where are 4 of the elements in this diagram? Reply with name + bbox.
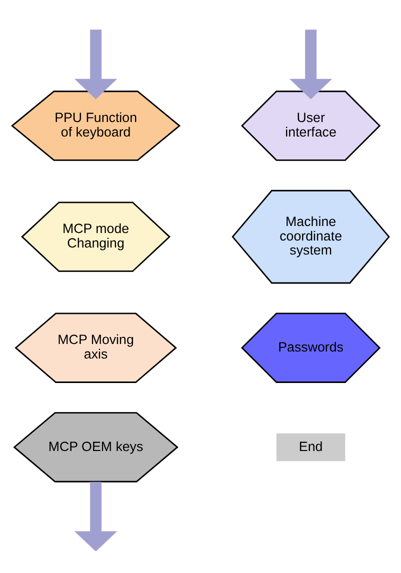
arrow <box>289 30 332 100</box>
arrow <box>74 30 118 100</box>
arrow <box>74 482 118 551</box>
node-box: End <box>276 433 346 462</box>
